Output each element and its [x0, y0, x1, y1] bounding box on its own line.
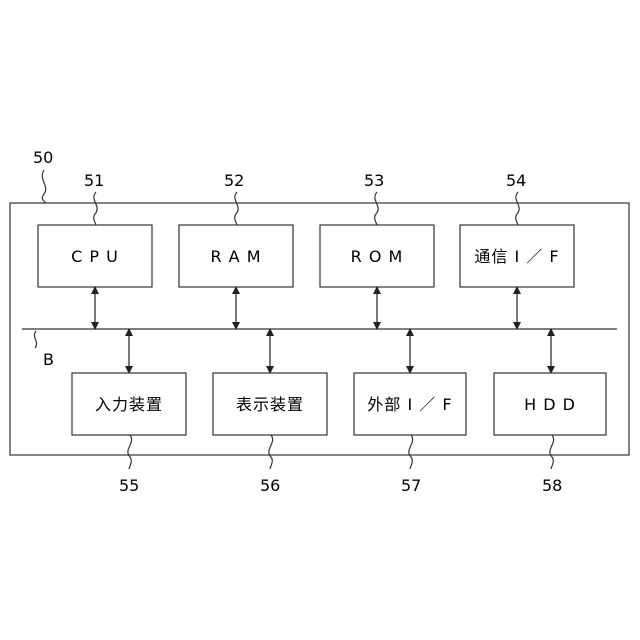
external-if-ref: 57 — [401, 476, 421, 495]
hdd-leader — [550, 435, 554, 469]
comm-if-label: 通信 I ／ F — [474, 247, 559, 266]
comm-if-leader — [516, 192, 519, 225]
input-device-ref: 55 — [119, 476, 139, 495]
rom-leader — [375, 192, 378, 225]
display-device-block: 表示装置 56 — [213, 332, 327, 495]
cpu-label: C P U — [71, 247, 119, 266]
hdd-block: H D D 58 — [494, 332, 606, 495]
hdd-ref: 58 — [542, 476, 562, 495]
rom-block: 53 R O M — [320, 171, 434, 326]
external-if-leader — [409, 435, 413, 469]
input-device-block: 入力装置 55 — [72, 332, 186, 495]
comm-if-block: 54 通信 I ／ F — [460, 171, 574, 326]
rom-ref: 53 — [364, 171, 384, 190]
cpu-block: 51 C P U — [38, 171, 152, 326]
cpu-leader — [94, 192, 97, 225]
cpu-ref: 51 — [84, 171, 104, 190]
rom-label: R O M — [351, 247, 404, 266]
ram-leader — [235, 192, 238, 225]
hdd-label: H D D — [524, 395, 576, 414]
input-device-leader — [128, 435, 132, 469]
comm-if-ref: 54 — [506, 171, 526, 190]
system-leader — [42, 170, 46, 203]
display-device-label: 表示装置 — [236, 395, 304, 414]
display-device-leader — [269, 435, 273, 469]
bus-leader — [34, 331, 36, 348]
ram-block: 52 R A M — [179, 171, 293, 326]
bus-ref: B — [43, 350, 54, 369]
ram-label: R A M — [210, 247, 261, 266]
external-if-block: 外部 I ／ F 57 — [354, 332, 466, 495]
input-device-label: 入力装置 — [95, 395, 163, 414]
ram-ref: 52 — [224, 171, 244, 190]
display-device-ref: 56 — [260, 476, 280, 495]
system-ref: 50 — [33, 148, 53, 167]
external-if-label: 外部 I ／ F — [367, 395, 452, 414]
